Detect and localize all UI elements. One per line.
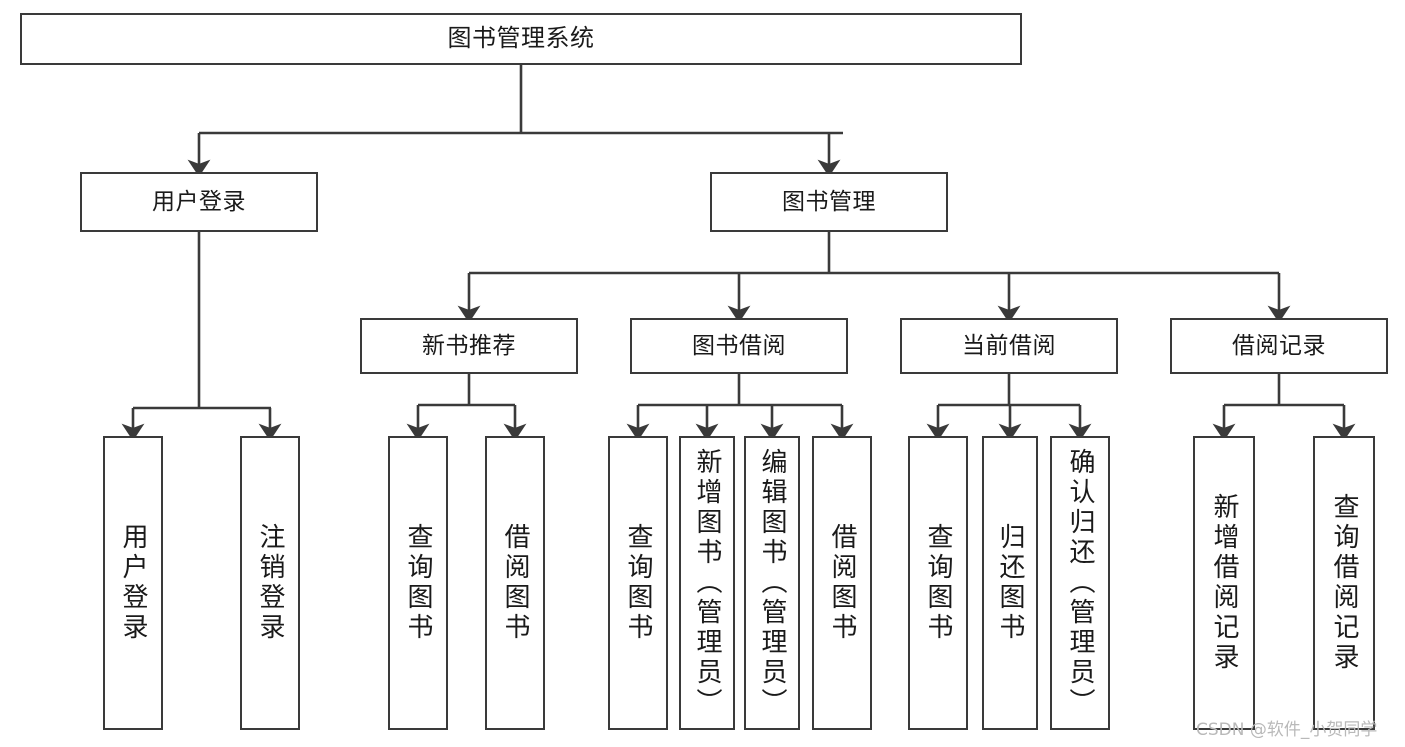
leaf-borrow-edit-book-admin[interactable]: 编辑图书（管理员） — [744, 436, 800, 730]
node-label: 查询借阅记录 — [1329, 493, 1359, 673]
csdn-watermark: CSDN @软件_小贺同学 — [1196, 720, 1378, 740]
leaf-borrow-borrow-book[interactable]: 借阅图书 — [812, 436, 872, 730]
leaf-new-book-borrow-book[interactable]: 借阅图书 — [485, 436, 545, 730]
leaf-record-query-borrow-record[interactable]: 查询借阅记录 — [1313, 436, 1375, 730]
leaf-new-book-query-book[interactable]: 查询图书 — [388, 436, 448, 730]
leaf-user-login-login[interactable]: 用户登录 — [103, 436, 163, 730]
node-label: 查询图书 — [923, 523, 953, 643]
node-label: 新书推荐 — [422, 332, 516, 359]
node-label: 归还图书 — [995, 523, 1025, 643]
node-book-borrowing[interactable]: 图书借阅 — [630, 318, 848, 374]
node-label: 确认归还（管理员） — [1065, 448, 1095, 718]
node-user-login[interactable]: 用户登录 — [80, 172, 318, 232]
node-label: 编辑图书（管理员） — [757, 448, 787, 718]
node-label: 用户登录 — [118, 523, 148, 643]
leaf-current-query-book[interactable]: 查询图书 — [908, 436, 968, 730]
node-label: 借阅记录 — [1232, 332, 1326, 359]
node-label: 当前借阅 — [962, 332, 1056, 359]
node-label: 注销登录 — [255, 523, 285, 643]
leaf-borrow-query-book[interactable]: 查询图书 — [608, 436, 668, 730]
node-book-management[interactable]: 图书管理 — [710, 172, 948, 232]
node-new-book-recommendation[interactable]: 新书推荐 — [360, 318, 578, 374]
node-label: 查询图书 — [403, 523, 433, 643]
leaf-current-return-book[interactable]: 归还图书 — [982, 436, 1038, 730]
node-label: 借阅图书 — [500, 523, 530, 643]
node-borrowing-record[interactable]: 借阅记录 — [1170, 318, 1388, 374]
node-root-book-management-system[interactable]: 图书管理系统 — [20, 13, 1022, 65]
node-label: 图书借阅 — [692, 332, 786, 359]
node-label: 查询图书 — [623, 523, 653, 643]
leaf-record-add-borrow-record[interactable]: 新增借阅记录 — [1193, 436, 1255, 730]
leaf-user-login-logout[interactable]: 注销登录 — [240, 436, 300, 730]
node-label: 图书管理 — [782, 188, 876, 215]
leaf-borrow-add-book-admin[interactable]: 新增图书（管理员） — [679, 436, 735, 730]
node-label: 图书管理系统 — [447, 24, 595, 53]
node-label: 新增借阅记录 — [1209, 493, 1239, 673]
node-label: 用户登录 — [152, 188, 246, 215]
node-label: 借阅图书 — [827, 523, 857, 643]
node-label: 新增图书（管理员） — [692, 448, 722, 718]
leaf-current-confirm-return-admin[interactable]: 确认归还（管理员） — [1050, 436, 1110, 730]
node-current-borrowing[interactable]: 当前借阅 — [900, 318, 1118, 374]
